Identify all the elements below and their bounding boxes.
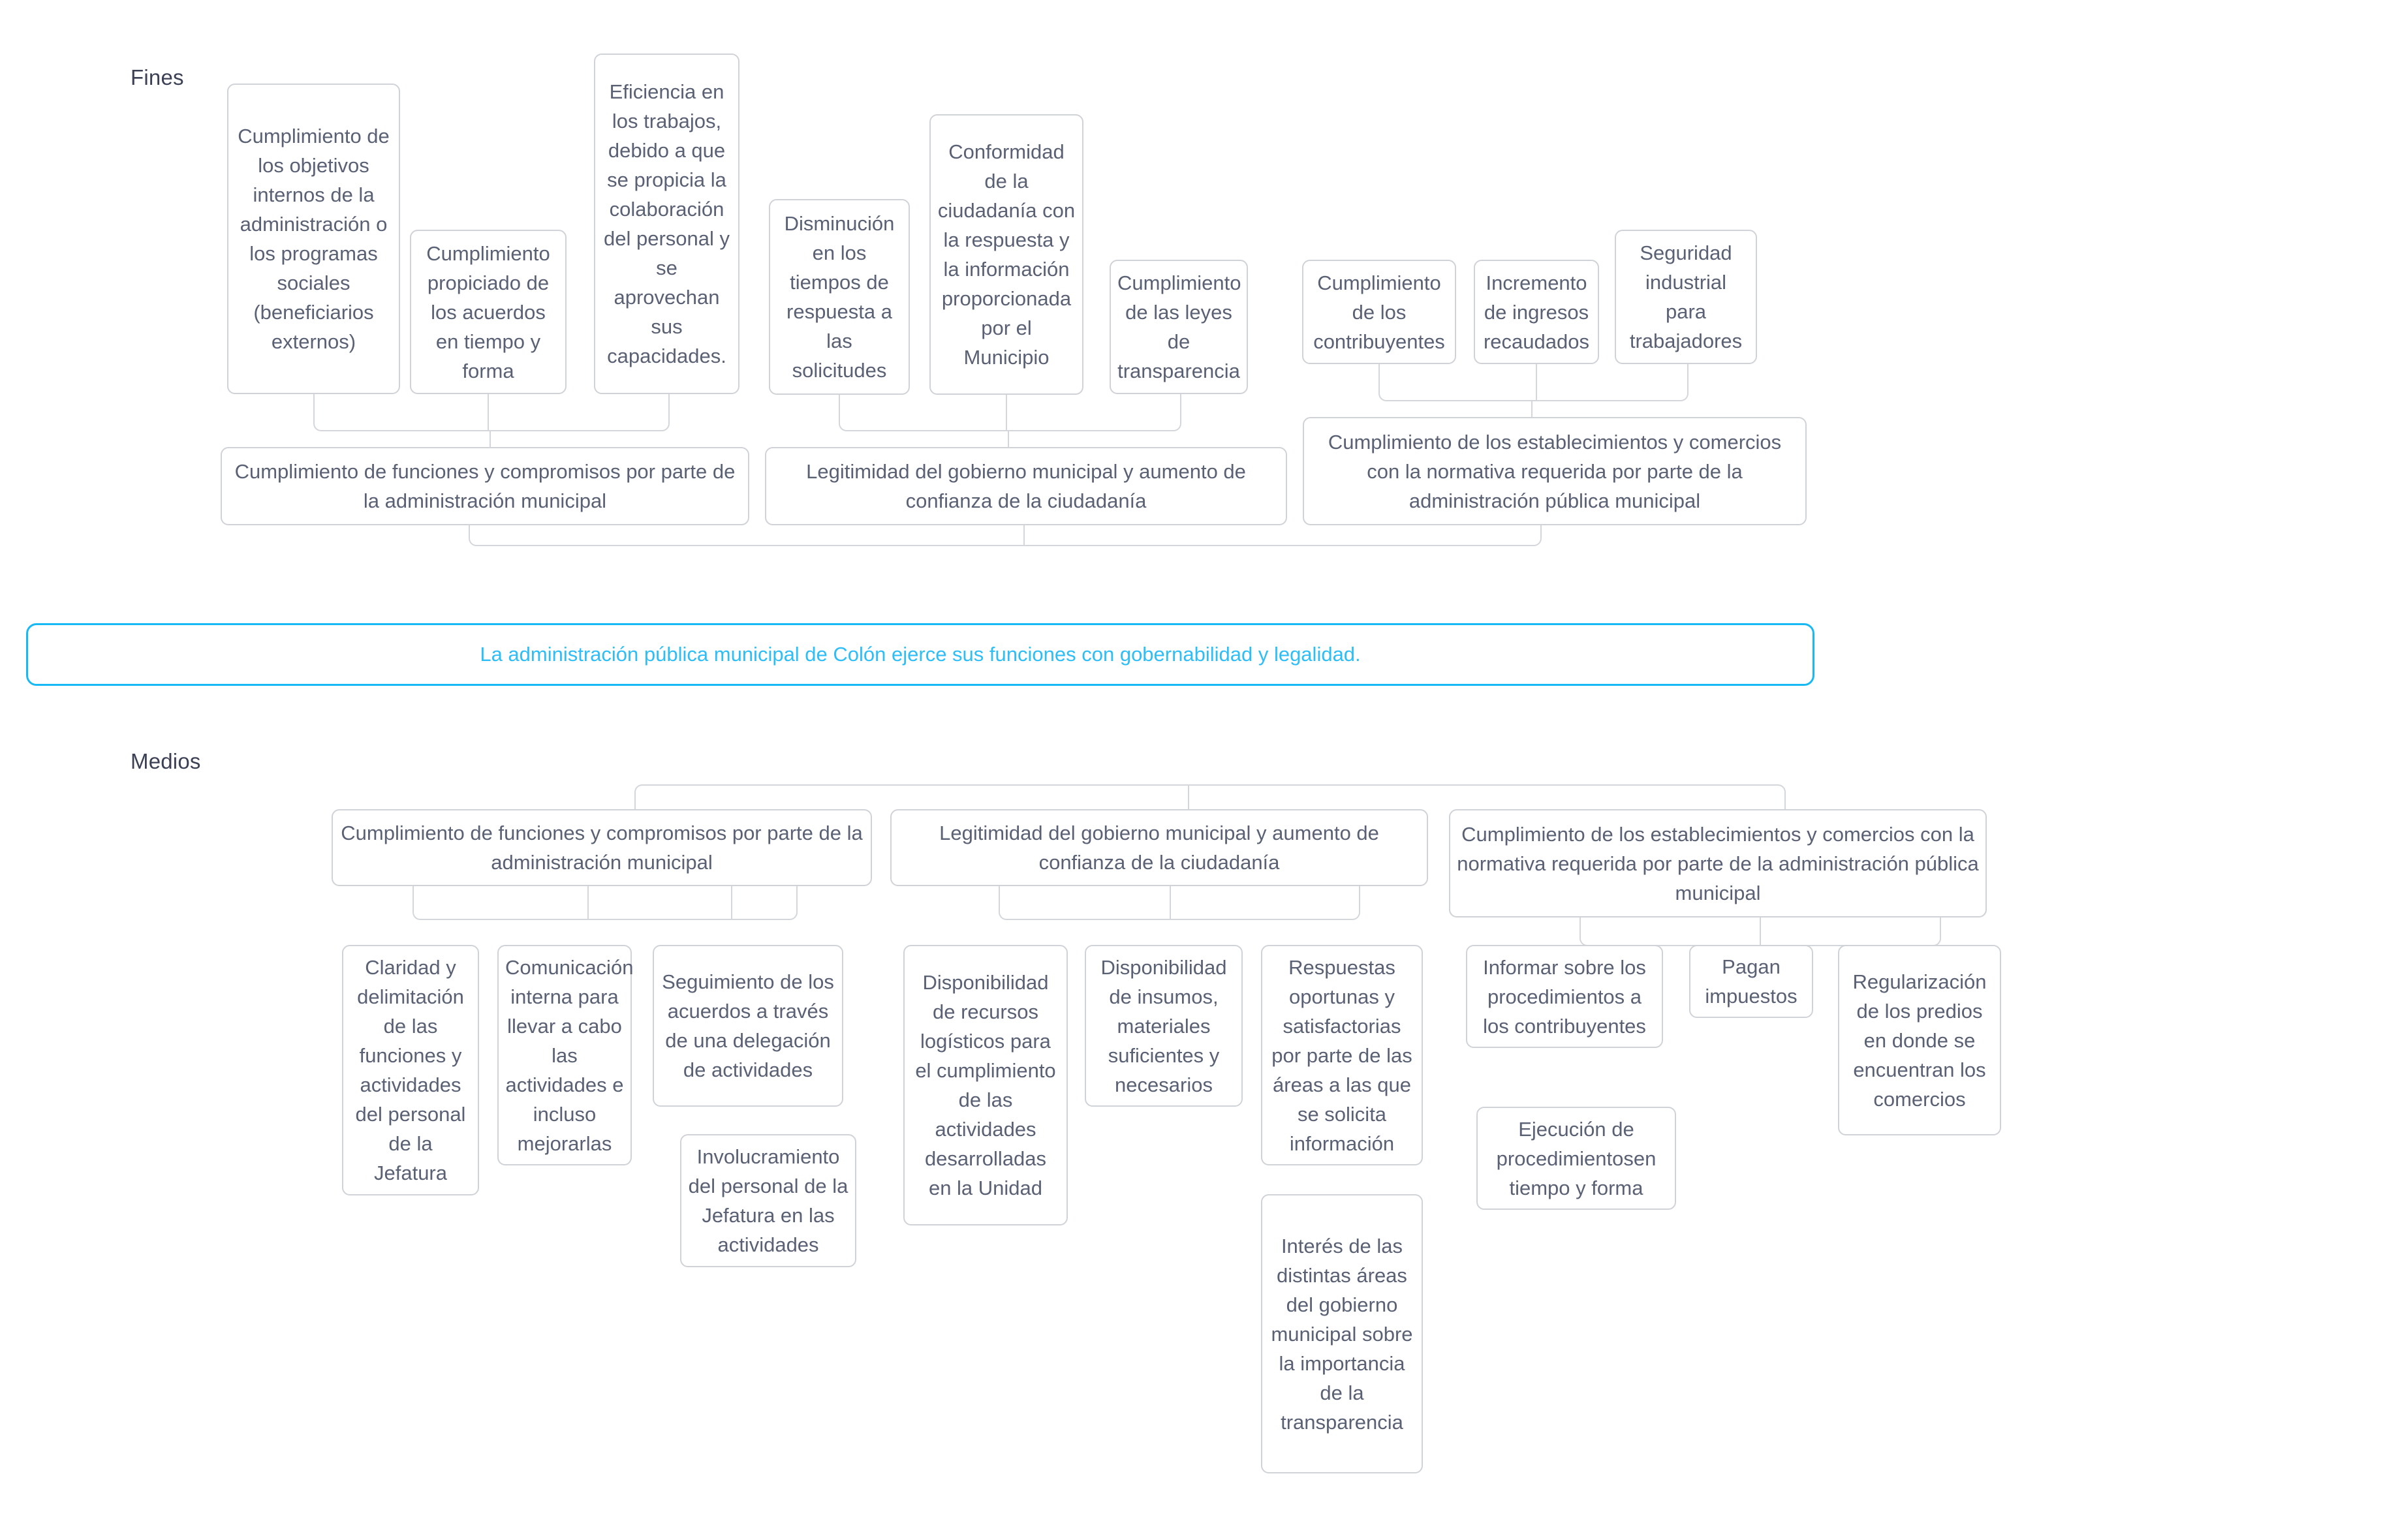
medios-child-c4[interactable]: Involucramiento del personal de la Jefat… <box>680 1134 856 1267</box>
fines-node-f6-label: Cumplimiento de las leyes de transparenc… <box>1117 271 1241 382</box>
fines-node-f5[interactable]: Conformidad de la ciudadanía con la resp… <box>929 114 1083 395</box>
fines-connector-down-m3 <box>1531 400 1533 417</box>
medios-connector-stub-c2 <box>587 886 589 919</box>
medios-child-c2[interactable]: Comunicación interna para llevar a cabo … <box>497 945 634 1165</box>
medios-child-c5[interactable]: Disponibilidad de recursos logísticos pa… <box>903 945 1068 1225</box>
fines-connector-down-m1 <box>490 430 491 447</box>
medios-child-c12-label: Ejecución de procedimientosen tiempo y f… <box>1496 1117 1657 1199</box>
medios-connector-stub-c3 <box>731 886 732 919</box>
medios-child-c8[interactable]: Interés de las distintas áreas del gobie… <box>1261 1194 1423 1473</box>
fines-node-f2-label: Cumplimiento propiciado de los acuerdos … <box>426 241 550 382</box>
fines-mid-node-m1[interactable]: Cumplimiento de funciones y compromisos … <box>221 447 749 525</box>
medios-child-c7[interactable]: Respuestas oportunas y satisfactorias po… <box>1261 945 1423 1165</box>
fines-mid-node-m3-label: Cumplimiento de los establecimientos y c… <box>1328 430 1782 512</box>
fines-node-f1-label: Cumplimiento de los objetivos internos d… <box>238 125 390 353</box>
medios-node-t3-label: Cumplimiento de los establecimientos y c… <box>1457 822 1979 904</box>
fines-node-f2[interactable]: Cumplimiento propiciado de los acuerdos … <box>410 230 567 394</box>
medios-child-c11-label: Regularización de los predios en donde s… <box>1852 970 1987 1111</box>
fines-node-f3-label: Eficiencia en los trabajos, debido a que… <box>603 80 730 367</box>
medios-node-t2-label: Legitimidad del gobierno municipal y aum… <box>939 822 1379 874</box>
fines-connector-group-1 <box>313 394 670 431</box>
fines-node-f9-label: Seguridad industrial para trabajadores <box>1629 241 1743 352</box>
medios-node-t1-label: Cumplimiento de funciones y compromisos … <box>341 822 863 874</box>
medios-child-c11[interactable]: Regularización de los predios en donde s… <box>1838 945 2001 1135</box>
fines-section-label: Fines <box>131 65 184 89</box>
medios-child-c6[interactable]: Disponibilidad de insumos, materiales su… <box>1085 945 1243 1107</box>
fines-mid-node-m1-label: Cumplimiento de funciones y compromisos … <box>234 460 736 512</box>
medios-child-c1[interactable]: Claridad y delimitación de las funciones… <box>342 945 479 1195</box>
fines-connector-down-m2 <box>1008 430 1009 447</box>
fines-node-f8-label: Incremento de ingresos recaudados <box>1483 271 1589 353</box>
medios-connector-top-bracket <box>634 784 1786 825</box>
fines-connector-stub-f8 <box>1536 364 1537 400</box>
fines-mid-node-m2[interactable]: Legitimidad del gobierno municipal y aum… <box>765 447 1287 525</box>
central-objective-box[interactable]: La administración pública municipal de C… <box>26 623 1814 686</box>
medios-child-c7-label: Respuestas oportunas y satisfactorias po… <box>1271 955 1412 1155</box>
medios-connector-stub-c10 <box>1760 917 1761 945</box>
medios-node-t2[interactable]: Legitimidad del gobierno municipal y aum… <box>890 809 1428 886</box>
fines-node-f7[interactable]: Cumplimiento de los contribuyentes <box>1302 260 1456 364</box>
medios-connector-top-stub <box>1188 784 1189 824</box>
fines-mid-node-m2-label: Legitimidad del gobierno municipal y aum… <box>806 460 1246 512</box>
fines-connector-to-objective <box>469 525 1542 546</box>
fines-node-f1[interactable]: Cumplimiento de los objetivos internos d… <box>227 84 400 394</box>
medios-child-c2-label: Comunicación interna para llevar a cabo … <box>505 955 634 1155</box>
medios-child-c5-label: Disponibilidad de recursos logísticos pa… <box>915 971 1056 1199</box>
medios-child-c10[interactable]: Pagan impuestos <box>1689 945 1813 1018</box>
medios-connector-stub-c6 <box>1170 886 1171 919</box>
medios-child-c9[interactable]: Informar sobre los procedimientos a los … <box>1466 945 1663 1048</box>
medios-section-label: Medios <box>131 749 201 773</box>
fines-node-f9[interactable]: Seguridad industrial para trabajadores <box>1615 230 1757 364</box>
medios-connector-group-2 <box>999 886 1360 920</box>
medios-child-c12[interactable]: Ejecución de procedimientosen tiempo y f… <box>1476 1107 1676 1210</box>
medios-child-c1-label: Claridad y delimitación de las funciones… <box>355 956 466 1184</box>
fines-node-f8[interactable]: Incremento de ingresos recaudados <box>1474 260 1599 364</box>
central-objective-text: La administración pública municipal de C… <box>480 643 1361 666</box>
fines-connector-group-3 <box>1378 364 1688 401</box>
fines-node-f3[interactable]: Eficiencia en los trabajos, debido a que… <box>594 54 739 394</box>
fines-node-f5-label: Conformidad de la ciudadanía con la resp… <box>937 140 1076 369</box>
medios-child-c6-label: Disponibilidad de insumos, materiales su… <box>1100 955 1227 1096</box>
medios-child-c9-label: Informar sobre los procedimientos a los … <box>1483 955 1646 1038</box>
fines-mid-node-m3[interactable]: Cumplimiento de los establecimientos y c… <box>1303 417 1807 525</box>
fines-node-f6[interactable]: Cumplimiento de las leyes de transparenc… <box>1110 260 1248 394</box>
fines-connector-stub-f5 <box>1006 394 1007 430</box>
fines-node-f4-label: Disminución en los tiempos de respuesta … <box>784 212 895 382</box>
fines-connector-objective-stub <box>1023 525 1025 545</box>
medios-child-c8-label: Interés de las distintas áreas del gobie… <box>1271 1234 1413 1434</box>
medios-node-t1[interactable]: Cumplimiento de funciones y compromisos … <box>332 809 872 886</box>
fines-node-f4[interactable]: Disminución en los tiempos de respuesta … <box>769 199 910 395</box>
medios-connector-group-1 <box>412 886 798 920</box>
medios-child-c10-label: Pagan impuestos <box>1705 955 1797 1008</box>
fines-connector-stub-f2 <box>488 394 489 430</box>
medios-node-t3[interactable]: Cumplimiento de los establecimientos y c… <box>1449 809 1987 917</box>
medios-child-c4-label: Involucramiento del personal de la Jefat… <box>688 1145 848 1256</box>
medios-child-c3[interactable]: Seguimiento de los acuerdos a través de … <box>653 945 843 1107</box>
fines-connector-group-2 <box>839 394 1181 431</box>
medios-child-c3-label: Seguimiento de los acuerdos a través de … <box>662 970 834 1081</box>
fines-node-f7-label: Cumplimiento de los contribuyentes <box>1313 271 1445 353</box>
